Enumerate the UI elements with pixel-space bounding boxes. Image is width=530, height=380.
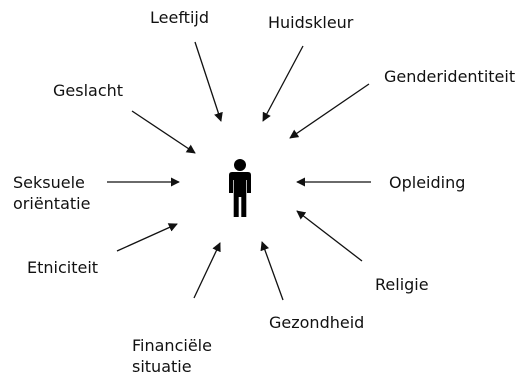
label-leeftijd: Leeftijd [150,8,209,27]
arrow-gezondheid [260,241,284,301]
arrow-financiele-situatie [193,242,221,299]
label-seksuele-orientatie: Seksuele oriëntatie [13,173,91,213]
label-geslacht: Geslacht [53,81,124,100]
label-huidskleur: Huidskleur [268,13,354,32]
arrow-religie [296,210,363,262]
arrow-huidskleur [262,45,304,122]
label-genderidentiteit: Genderidentiteit [384,67,516,86]
label-financiele-situatie: Financiële situatie [132,336,212,376]
label-gezondheid: Gezondheid [269,313,365,332]
label-religie: Religie [375,275,429,294]
arrow-etniciteit [116,223,178,252]
label-etniciteit: Etniciteit [27,258,99,277]
arrow-leeftijd [194,41,223,122]
arrow-geslacht [131,110,196,154]
label-opleiding: Opleiding [389,173,466,192]
arrow-genderidentiteit [289,83,370,139]
person-icon [229,159,251,217]
